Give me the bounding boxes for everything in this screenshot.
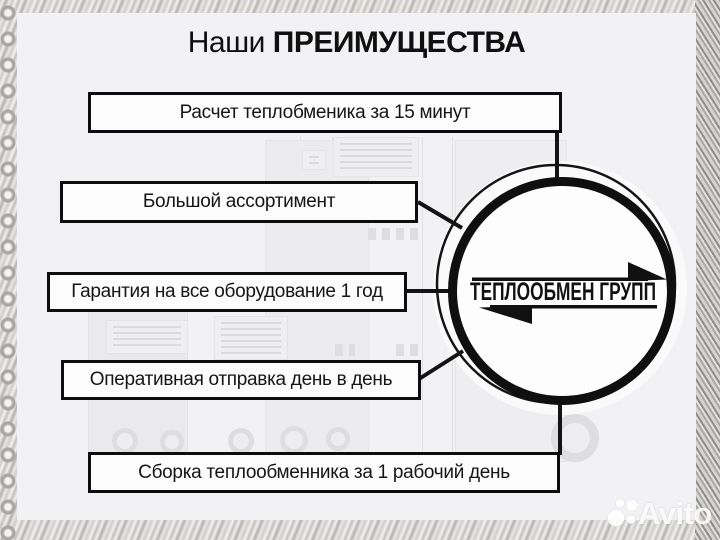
logo-mark: ТЕПЛООБМЕН ГРУПП xyxy=(470,262,667,324)
title-emphasis: ПРЕИМУЩЕСТВА xyxy=(272,26,526,59)
advantage-box-3: Гарантия на все оборудование 1 год xyxy=(47,272,407,312)
advantage-label: Оперативная отправка день в день xyxy=(89,369,393,390)
arrow-right-icon xyxy=(628,262,667,281)
advantage-box-2: Большой ассортимент xyxy=(60,181,418,223)
advantage-box-1: Расчет теплобменика за 15 минут xyxy=(88,92,562,133)
advantage-label: Расчет теплобменика за 15 минут xyxy=(179,101,471,123)
advantage-box-4: Оперативная отправка день в день xyxy=(61,360,421,400)
logo-text: ТЕПЛООБМЕН ГРУПП xyxy=(470,278,656,306)
watermark-text: Avito xyxy=(638,496,712,531)
advantage-label: Большой ассортимент xyxy=(142,191,336,212)
advantage-box-5: Сборка теплообменника за 1 рабочий день xyxy=(88,452,560,493)
advantage-label: Сборка теплообменника за 1 рабочий день xyxy=(138,461,510,483)
metal-frame-left xyxy=(0,0,17,540)
avito-watermark: Avito xyxy=(596,492,712,536)
metal-frame-right xyxy=(695,0,720,540)
title-prefix: Наши xyxy=(187,26,266,59)
arrow-left-icon xyxy=(479,306,532,324)
logo-circle xyxy=(448,177,676,405)
avito-logo-icon xyxy=(607,498,638,527)
advantage-label: Гарантия на все оборудование 1 год xyxy=(71,281,383,302)
page-title: Наши ПРЕИМУЩЕСТВА xyxy=(17,26,696,60)
